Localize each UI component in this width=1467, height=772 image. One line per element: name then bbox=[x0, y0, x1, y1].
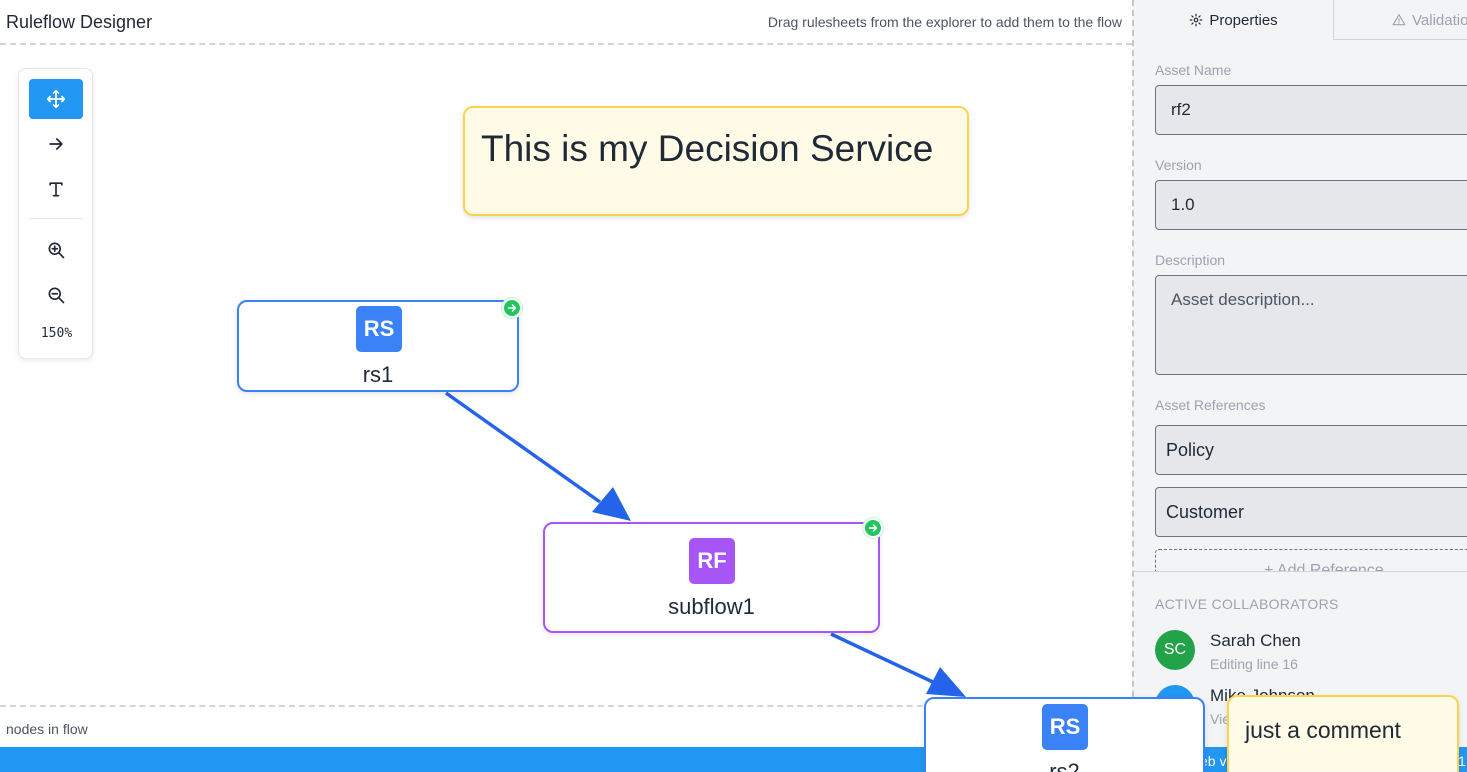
start-node-icon bbox=[863, 518, 883, 538]
description-textarea[interactable]: Asset description... bbox=[1155, 275, 1467, 375]
status-bar: eb v 1 bbox=[0, 747, 1467, 772]
flow-node-rs1[interactable]: RS rs1 bbox=[237, 298, 522, 392]
flow-node-rs2[interactable]: RS rs2 bbox=[924, 697, 1205, 772]
tab-properties[interactable]: Properties bbox=[1134, 0, 1334, 40]
zoom-level: 150% bbox=[40, 326, 73, 341]
status-number: 1 bbox=[1458, 753, 1466, 769]
move-icon bbox=[46, 89, 66, 109]
rulesheet-badge: RS bbox=[356, 306, 402, 352]
asset-name-input[interactable]: rf2 bbox=[1155, 85, 1467, 135]
arrow-right-icon bbox=[49, 138, 63, 150]
designer-header: Ruleflow Designer Drag rulesheets from t… bbox=[0, 0, 1132, 45]
toolbar-divider bbox=[29, 218, 83, 219]
status-text: eb v bbox=[1200, 753, 1227, 769]
collaborator-name: Sarah Chen bbox=[1210, 631, 1301, 650]
properties-form: Asset Name rf2 Version 1.0 Description A… bbox=[1134, 41, 1467, 571]
note-text: This is my Decision Service bbox=[481, 128, 934, 169]
canvas-toolbar: 150% bbox=[18, 68, 93, 359]
zoom-in-button[interactable] bbox=[29, 230, 83, 270]
rulesheet-badge: RS bbox=[1042, 704, 1088, 750]
text-icon bbox=[49, 182, 63, 197]
note-comment[interactable]: just a comment bbox=[1227, 695, 1459, 772]
start-node-icon bbox=[502, 298, 522, 318]
avatar: SC bbox=[1155, 630, 1195, 670]
tab-label: Properties bbox=[1209, 11, 1278, 29]
connect-tool-button[interactable] bbox=[29, 124, 83, 164]
add-reference-button[interactable]: + Add Reference bbox=[1155, 549, 1467, 571]
note-decision-service[interactable]: This is my Decision Service bbox=[463, 106, 969, 216]
node-label: rs2 bbox=[1049, 759, 1080, 772]
arrow-right-icon bbox=[868, 524, 878, 532]
gear-icon bbox=[1189, 13, 1203, 27]
zoom-out-button[interactable] bbox=[29, 275, 83, 315]
flow-node-subflow1[interactable]: RF subflow1 bbox=[543, 518, 883, 633]
drag-hint: Drag rulesheets from the explorer to add… bbox=[767, 14, 1122, 30]
panel-tabs: Properties Validation bbox=[1134, 0, 1467, 40]
tab-label: Validation bbox=[1412, 11, 1467, 29]
move-tool-button[interactable] bbox=[29, 79, 83, 119]
node-label: subflow1 bbox=[668, 594, 755, 619]
properties-panel: Properties Validation Asset Name rf2 Ver… bbox=[1132, 0, 1467, 747]
canvas-footer: nodes in flow bbox=[0, 705, 1132, 747]
reference-item-policy[interactable]: Policy bbox=[1155, 425, 1467, 475]
arrow-right-icon bbox=[507, 304, 517, 312]
node-label: rs1 bbox=[362, 362, 394, 387]
zoom-out-icon bbox=[48, 287, 65, 304]
description-label: Description bbox=[1155, 252, 1226, 268]
reference-item-customer[interactable]: Customer bbox=[1155, 487, 1467, 537]
ruleflow-badge: RF bbox=[689, 538, 735, 584]
tab-validation[interactable]: Validation bbox=[1334, 0, 1467, 40]
text-tool-button[interactable] bbox=[29, 169, 83, 209]
collaborator-status: Editing line 16 bbox=[1210, 656, 1298, 672]
zoom-in-icon bbox=[48, 242, 65, 259]
version-label: Version bbox=[1155, 157, 1202, 173]
version-input[interactable]: 1.0 bbox=[1155, 180, 1467, 230]
collaborators-heading: ACTIVE COLLABORATORS bbox=[1155, 596, 1339, 612]
page-title: Ruleflow Designer bbox=[6, 12, 153, 32]
asset-name-label: Asset Name bbox=[1155, 62, 1232, 78]
node-count-text: nodes in flow bbox=[6, 721, 88, 737]
note-text: just a comment bbox=[1245, 717, 1401, 743]
asset-references-label: Asset References bbox=[1155, 397, 1266, 413]
warning-icon bbox=[1392, 14, 1406, 26]
